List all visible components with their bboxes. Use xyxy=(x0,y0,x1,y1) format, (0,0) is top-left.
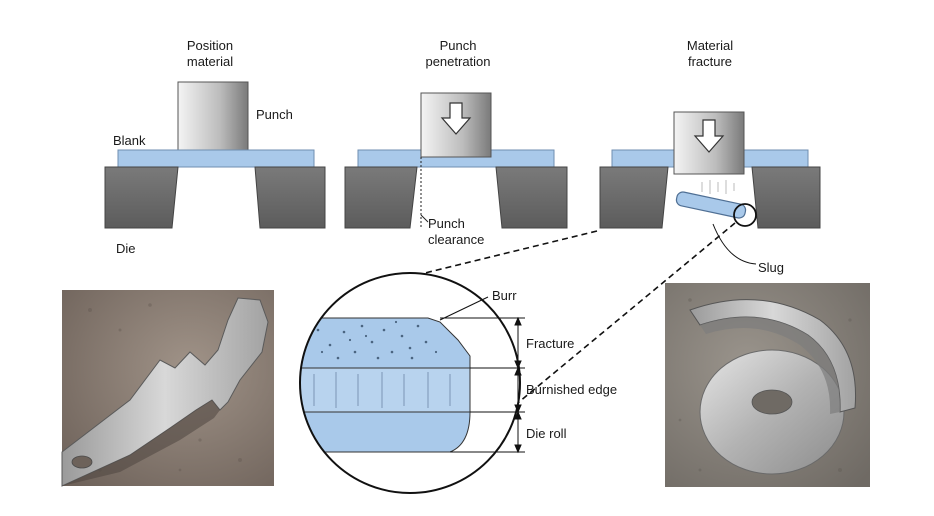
die-left-1 xyxy=(104,166,179,229)
down-arrow-icon xyxy=(440,102,472,135)
zone-extension-lines xyxy=(440,317,525,453)
stage-material-fracture: Material fracture Slug xyxy=(599,38,821,275)
stage-2-title-line1: Punch xyxy=(440,38,477,53)
die-roll-zone xyxy=(300,411,471,453)
stage-3-title-line2: fracture xyxy=(688,54,732,69)
burnished-streaks xyxy=(313,372,451,408)
dimension-arrows xyxy=(514,316,522,454)
slug-disc-edge xyxy=(700,317,841,414)
fracture-streaks xyxy=(701,180,735,194)
photo-punched-part xyxy=(61,290,274,487)
die-roll-label: Die roll xyxy=(526,426,567,441)
die-label: Die xyxy=(116,241,136,256)
stage-1-title-line1: Position xyxy=(187,38,233,53)
magnifier-circle xyxy=(299,272,521,494)
die-left-3 xyxy=(599,166,669,229)
stage-position-material: Position material Punch Blank Die xyxy=(104,38,326,256)
stage-2-title-line2: penetration xyxy=(425,54,490,69)
slug xyxy=(675,191,747,219)
burr-leader xyxy=(439,296,489,321)
down-arrow-icon xyxy=(693,119,725,153)
die-left-2 xyxy=(344,166,418,229)
slug-leader xyxy=(712,223,757,265)
clearance-leader xyxy=(420,214,429,223)
slug-label: Slug xyxy=(758,260,784,275)
edge-detail-view: Burr Fracture Burnished edge Die roll xyxy=(299,272,617,494)
die-right-3 xyxy=(751,166,821,229)
punch-1 xyxy=(177,81,249,151)
fracture-texture xyxy=(316,320,438,360)
fracture-label: Fracture xyxy=(526,336,574,351)
burnished-edge-label: Burnished edge xyxy=(526,382,617,397)
stage-punch-penetration: Punch penetration Punch clearance xyxy=(344,38,568,247)
burnished-zone xyxy=(300,367,471,413)
punch-label: Punch xyxy=(256,107,293,122)
metal-part-hole xyxy=(71,455,93,469)
blank-1 xyxy=(117,149,315,168)
callout-line-left xyxy=(387,230,598,283)
punch-clearance-label-line1: Punch xyxy=(428,216,465,231)
die-right-1 xyxy=(254,166,326,229)
stage-1-title-line2: material xyxy=(187,54,233,69)
washer-hole xyxy=(751,389,793,415)
stage-3-title-line1: Material xyxy=(687,38,733,53)
metal-part-shadow xyxy=(62,400,220,486)
photo-texture xyxy=(678,298,852,472)
slug-detail-marker xyxy=(733,203,757,227)
punch-clearance-label-line2: clearance xyxy=(428,232,484,247)
blank-label: Blank xyxy=(113,133,146,148)
die-right-2 xyxy=(495,166,568,229)
burr-label: Burr xyxy=(492,288,517,303)
photo-punched-washer xyxy=(665,283,870,487)
